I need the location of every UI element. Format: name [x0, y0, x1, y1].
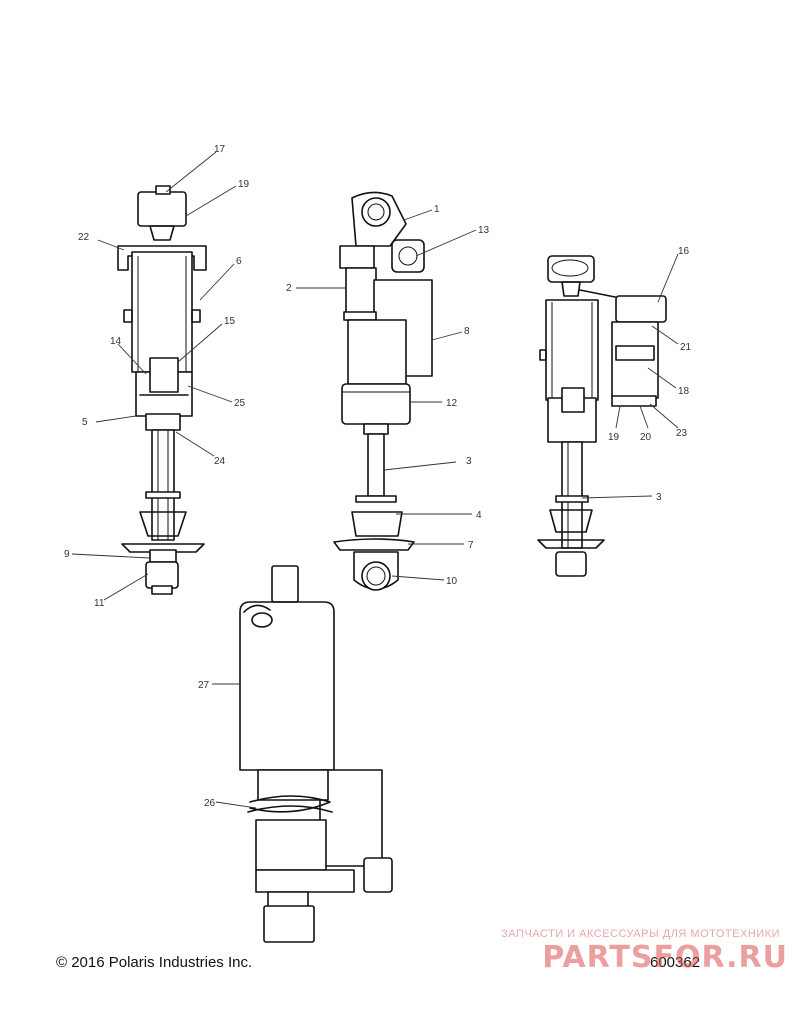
callout-label: 26: [204, 798, 216, 809]
callout-label: 27: [198, 680, 210, 691]
watermark-brand: PARTSFOR.RU: [542, 940, 788, 975]
callout-label: 16: [678, 246, 690, 257]
left-shock-assembly: [117, 185, 207, 595]
callout-label: 8: [464, 326, 470, 337]
callout-label: 3: [466, 456, 472, 467]
callout-label: 7: [468, 540, 474, 551]
callout-label: 20: [640, 432, 652, 443]
callout-label: 9: [64, 549, 70, 560]
figure-number: 600362: [650, 954, 701, 971]
callout-label: 15: [224, 316, 236, 327]
callout-label: 21: [680, 342, 692, 353]
callout-label: 25: [234, 398, 246, 409]
leader-lines: [71, 151, 679, 809]
bottom-shock-body: [239, 565, 393, 943]
callout-labels: 17 19 22 6 15 14 25 5 24 9 11 1 13 2 8 1…: [64, 144, 692, 809]
callout-label: 17: [214, 144, 226, 155]
callout-label: 23: [676, 428, 688, 439]
center-shock-assembly: [333, 191, 433, 591]
callout-label: 1: [434, 204, 440, 215]
copyright-notice: © 2016 Polaris Industries Inc.: [56, 954, 253, 971]
callout-label: 3: [656, 492, 662, 503]
callout-label: 22: [78, 232, 90, 243]
callout-label: 11: [94, 598, 105, 609]
callout-label: 10: [446, 576, 458, 587]
callout-label: 6: [236, 256, 242, 267]
callout-label: 5: [82, 417, 88, 428]
callout-label: 24: [214, 456, 226, 467]
callout-label: 19: [238, 179, 250, 190]
callout-label: 19: [608, 432, 620, 443]
callout-label: 12: [446, 398, 458, 409]
callout-label: 14: [110, 336, 122, 347]
callout-label: 13: [478, 225, 490, 236]
callout-label: 18: [678, 386, 690, 397]
watermark-tagline: ЗАПЧАСТИ И АКСЕССУАРЫ ДЛЯ МОТОТЕХНИКИ: [501, 928, 780, 940]
callout-label: 2: [286, 283, 292, 294]
right-shock-assembly: [537, 255, 667, 577]
watermark: ЗАПЧАСТИ И АКСЕССУАРЫ ДЛЯ МОТОТЕХНИКИ PA…: [488, 928, 788, 976]
callout-label: 4: [476, 510, 482, 521]
